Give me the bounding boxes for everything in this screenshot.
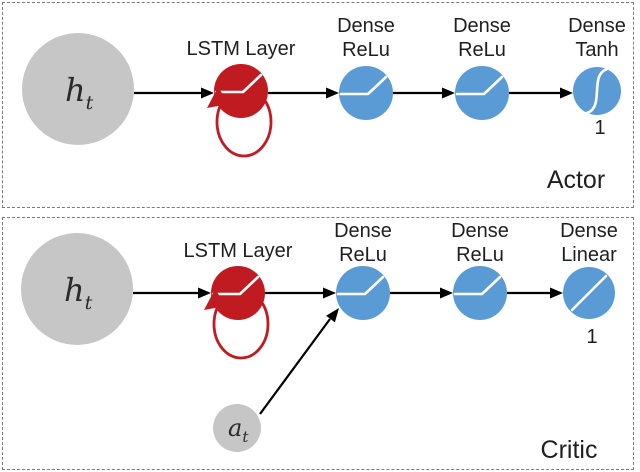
arrowhead-icon [323, 287, 336, 299]
tanh-label: Tanh [575, 39, 618, 61]
critic-panel: ht LSTM Layer Dense ReLu [2, 217, 634, 470]
tanh-curve-icon [585, 67, 609, 115]
action-input-node [213, 404, 261, 452]
critic-panel-label: Critic [541, 436, 598, 464]
lstm-layer-label: LSTM Layer [187, 38, 296, 60]
dense-label: Dense [453, 15, 511, 37]
relu-curve-icon [455, 75, 504, 96]
linear-line-icon [570, 274, 608, 312]
relu-label: ReLu [342, 39, 390, 61]
arrowhead-icon [550, 287, 563, 299]
relu-curve-icon [453, 275, 502, 296]
relu-label: ReLu [458, 39, 506, 61]
arrow-action-to-dense1 [259, 318, 331, 415]
output-units-label: 1 [594, 117, 605, 139]
loop-arrowhead-icon [204, 289, 226, 310]
arrowhead-icon [201, 87, 214, 99]
loop-arrowhead-icon [207, 87, 229, 108]
arrowhead-icon [440, 287, 453, 299]
arrowhead-icon [560, 87, 573, 99]
output-units-label: 1 [586, 326, 597, 348]
arrowhead-icon [442, 87, 455, 99]
arrowhead-icon [326, 87, 339, 99]
relu-curve-icon [339, 75, 388, 96]
lstm-layer-label: LSTM Layer [184, 240, 293, 262]
action-input-label: at [228, 414, 249, 446]
relu-label: ReLu [339, 244, 387, 266]
dense-label: Dense [568, 15, 626, 37]
hidden-state-label: ht [64, 271, 93, 314]
relu-curve-icon [211, 275, 260, 296]
arrowhead-icon [198, 287, 211, 299]
actor-panel-label: Actor [547, 166, 605, 194]
actor-diagram: ht LSTM Layer Dense ReLu [22, 15, 626, 194]
arrowhead-icon [326, 308, 339, 323]
hidden-state-node [21, 233, 133, 345]
dense-label: Dense [560, 220, 618, 242]
relu-curve-icon [214, 73, 263, 94]
linear-label: Linear [561, 244, 617, 266]
actor-panel: ht LSTM Layer Dense ReLu [2, 2, 634, 208]
hidden-state-label: ht [65, 71, 94, 114]
hidden-state-node [22, 33, 134, 145]
dense-label: Dense [334, 220, 392, 242]
relu-label: ReLu [456, 244, 504, 266]
dense-label: Dense [337, 15, 395, 37]
relu-curve-icon [336, 275, 385, 296]
dense-label: Dense [451, 220, 509, 242]
critic-diagram: ht LSTM Layer Dense ReLu [21, 220, 618, 464]
